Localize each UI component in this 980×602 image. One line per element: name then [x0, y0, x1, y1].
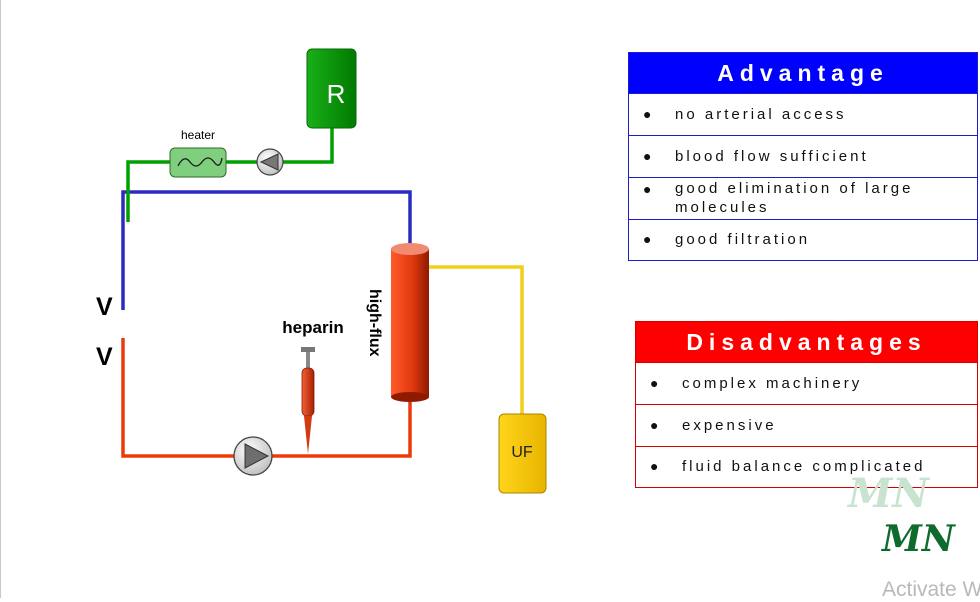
heater-icon — [169, 147, 227, 178]
heparin-label: heparin — [282, 318, 343, 337]
ultrafiltrate-line — [428, 265, 524, 414]
disadvantage-item-text: expensive — [682, 417, 777, 434]
advantage-item-text: blood flow sufficient — [675, 148, 869, 165]
watermark-faded-logo: MN — [848, 470, 929, 517]
substitution-fluid-line — [126, 128, 334, 222]
disadvantage-item: ● complex machinery — [636, 362, 977, 404]
ultrafiltrate-bag: UF — [498, 413, 547, 494]
bullet-icon: ● — [643, 231, 655, 247]
activate-windows-text: Activate W — [882, 578, 980, 601]
high-flux-hemofilter — [391, 243, 429, 402]
disadvantages-panel: Disadvantages ● complex machinery ● expe… — [635, 321, 978, 488]
bullet-icon: ● — [650, 458, 662, 474]
replacement-fluid-reservoir: R — [306, 48, 357, 129]
advantage-item: ● blood flow sufficient — [629, 135, 977, 177]
advantage-item: ● good filtration — [629, 219, 977, 261]
advantage-item-text: good filtration — [675, 231, 811, 248]
disadvantage-item-text: complex machinery — [682, 375, 863, 392]
advantage-panel: Advantage ● no arterial access ● blood f… — [628, 52, 978, 261]
advantage-item: ● good elimination of large molecules — [629, 177, 977, 219]
watermark-logo: MN — [882, 518, 955, 560]
heparin-syringe-icon — [301, 347, 315, 454]
advantage-title: Advantage — [629, 53, 977, 93]
substitution-pump-icon — [256, 148, 284, 176]
reservoir-label: R — [327, 79, 346, 109]
cvvh-circuit-diagram: R heater heparin high-flux UF V V — [96, 48, 547, 494]
disadvantage-item-text: fluid balance complicated — [682, 458, 926, 475]
uf-label: UF — [511, 444, 533, 461]
disadvantage-item: ● fluid balance complicated — [636, 446, 977, 488]
bullet-icon: ● — [643, 181, 655, 197]
disadvantage-item: ● expensive — [636, 404, 977, 446]
venous-label-top: V — [96, 293, 113, 321]
bullet-icon: ● — [650, 417, 662, 433]
venous-return-line — [121, 190, 412, 310]
bullet-icon: ● — [650, 375, 662, 391]
filter-label: high-flux — [366, 289, 383, 357]
blood-pump-icon — [233, 436, 273, 476]
venous-label-bottom: V — [96, 343, 113, 371]
bullet-icon: ● — [643, 148, 655, 164]
advantage-item-text: no arterial access — [675, 106, 847, 123]
page-left-border — [0, 0, 1, 598]
disadvantages-title: Disadvantages — [636, 322, 977, 362]
heater-label: heater — [181, 128, 215, 142]
bullet-icon: ● — [643, 106, 655, 122]
advantage-item-text: good elimination of large molecules — [675, 180, 914, 216]
advantage-item: ● no arterial access — [629, 93, 977, 135]
